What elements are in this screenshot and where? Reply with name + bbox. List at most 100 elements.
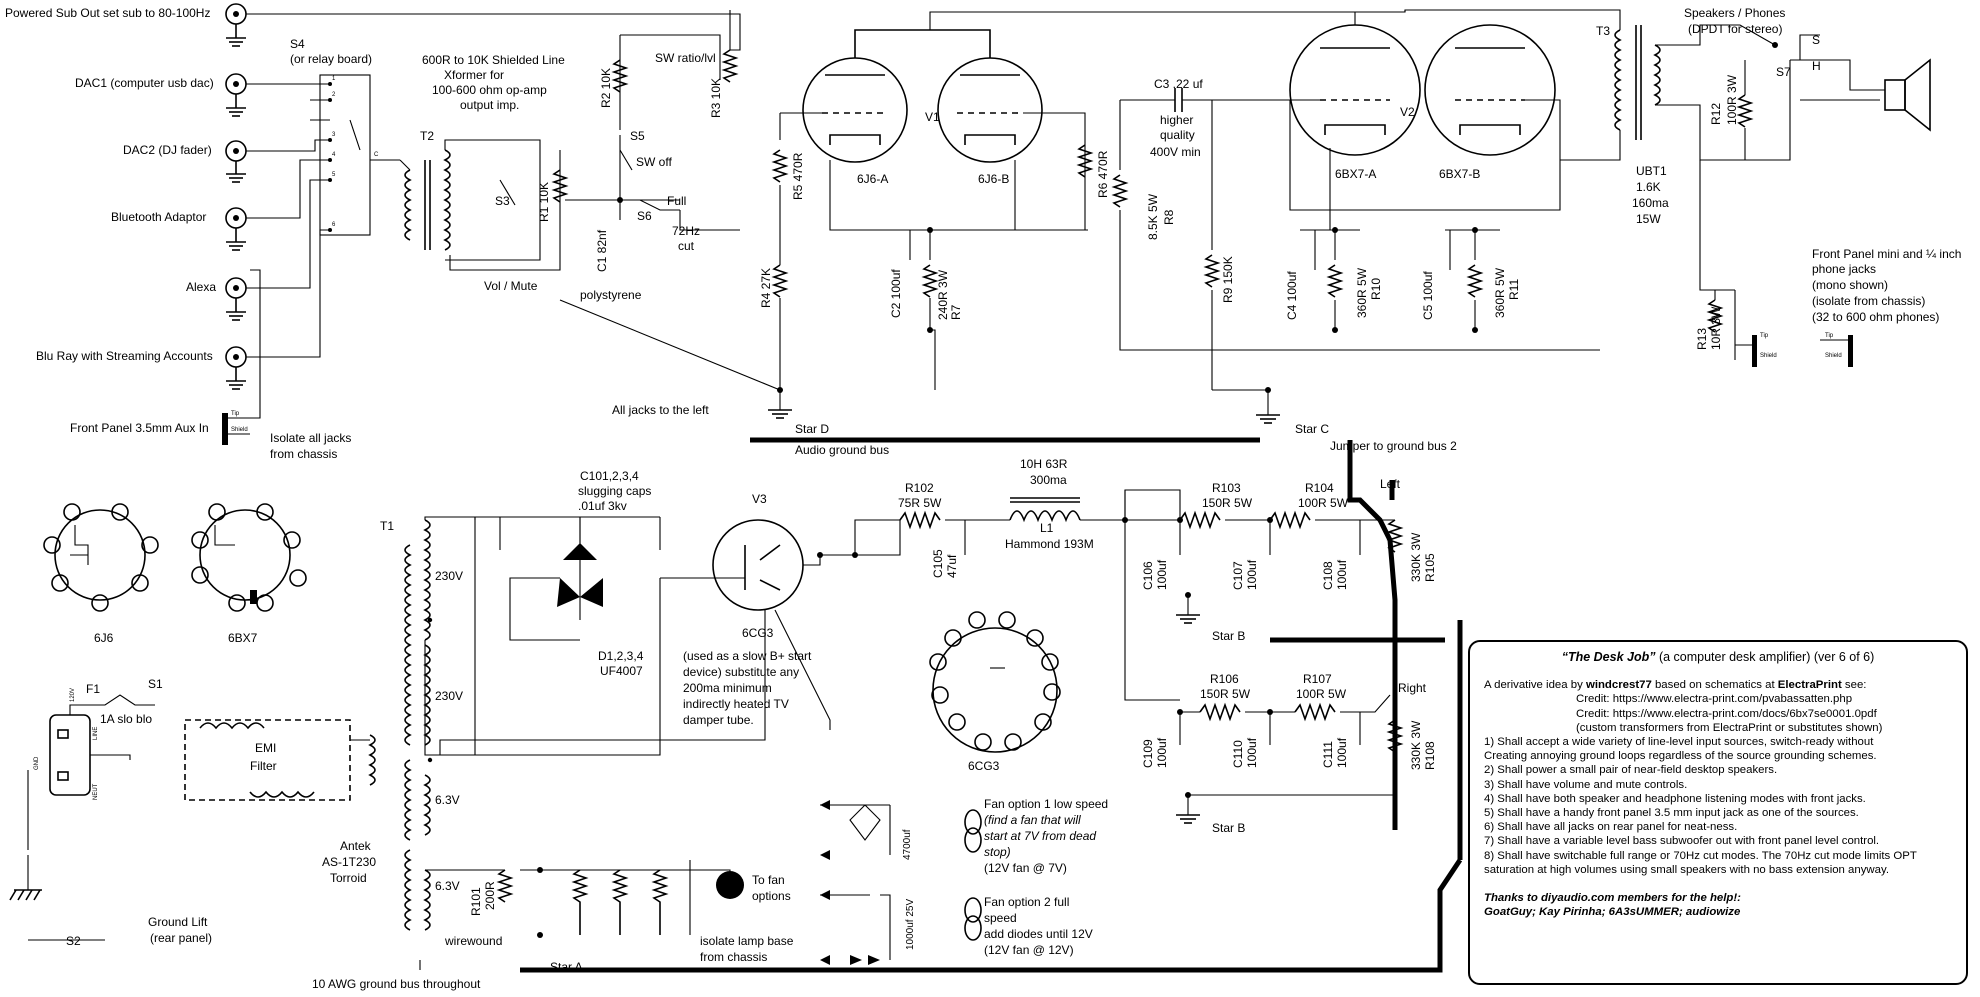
label-s3: S3 <box>495 194 510 208</box>
label-r103: R103 <box>1212 481 1241 495</box>
label-v3-note-1: (used as a slow B+ start <box>683 649 812 663</box>
v1-tube <box>771 11 1405 231</box>
label-dac1: DAC1 (computer usb dac) <box>75 76 214 90</box>
label-s4-note: (or relay board) <box>290 52 372 66</box>
info-req-5: 5) Shall have a handy front panel 3.5 mm… <box>1484 807 1859 820</box>
c3-coupling <box>1111 88 1600 390</box>
label-dpdt: (DPDT for stereo) <box>1688 22 1782 36</box>
label-r1: R1 10K <box>537 182 551 222</box>
label-r13: R13 <box>1695 328 1709 350</box>
label-awg: 10 AWG ground bus throughout <box>312 977 481 991</box>
label-r108: R108 <box>1423 741 1437 770</box>
label-ground-lift-1: Ground Lift <box>148 915 208 929</box>
label-s2: S2 <box>66 934 81 948</box>
label-r101: R101 <box>469 887 483 916</box>
label-c109-value: 100uf <box>1155 737 1169 768</box>
label-v3-note-2: device) substitute any <box>683 665 799 679</box>
label-isolate-2: from chassis <box>270 447 337 461</box>
label-star-d: Star D <box>795 422 829 436</box>
info-intro-b: based on schematics at <box>1651 679 1778 692</box>
label-r4: R4 27K <box>759 268 773 308</box>
label-r7: R7 <box>949 304 963 320</box>
label-pinout-6j6: 6J6 <box>94 631 114 645</box>
label-fan1-a: Fan option 1 low speed <box>984 797 1108 811</box>
label-c111: C111 <box>1321 741 1335 768</box>
label-fuse: 1A slo blo <box>100 712 152 726</box>
label-higher: higher <box>1160 113 1193 127</box>
label-t3: T3 <box>1596 24 1610 38</box>
label-shield-phones-2: Shield <box>1825 353 1842 359</box>
label-fan2-a: Fan option 2 full <box>984 895 1069 909</box>
label-r104-value: 100R 5W <box>1298 496 1349 510</box>
label-r6: R6 470R <box>1096 150 1110 198</box>
label-c105: C105 <box>931 549 945 578</box>
label-star-b: Star B <box>1212 629 1245 643</box>
label-r10-value: 360R 5W <box>1355 267 1369 318</box>
label-lamp-2: from chassis <box>700 950 767 964</box>
info-credit-2: Credit: https://www.electra-print.com/do… <box>1576 707 1877 720</box>
label-63v-a: 6.3V <box>435 793 460 807</box>
input-jacks <box>222 3 261 445</box>
label-front-panel-4: (isolate from chassis) <box>1812 294 1925 308</box>
label-pinout-6cg3: 6CG3 <box>968 759 1000 773</box>
label-r103-value: 150R 5W <box>1202 496 1253 510</box>
label-filter: Filter <box>250 759 277 773</box>
label-r107-value: 100R 5W <box>1296 687 1347 701</box>
label-fan2-c: add diodes until 12V <box>984 927 1093 941</box>
info-req-1: 1) Shall accept a wide variety of line-l… <box>1484 736 1874 749</box>
label-c108-value: 100uf <box>1335 559 1349 590</box>
label-speakers: Speakers / Phones <box>1684 6 1785 20</box>
label-l1-inductance: 10H 63R <box>1020 457 1068 471</box>
label-sub-out: Powered Sub Out set sub to 80-100Hz <box>5 6 210 20</box>
svg-text:5: 5 <box>332 172 336 178</box>
label-ground-lift-2: (rear panel) <box>150 931 212 945</box>
label-r5: R5 470R <box>791 152 805 200</box>
v1-cathode-network <box>771 227 939 390</box>
label-6bx7-a: 6BX7-A <box>1335 167 1376 181</box>
label-front-aux: Front Panel 3.5mm Aux In <box>70 421 209 435</box>
info-req-4: 4) Shall have both speaker and headphone… <box>1484 792 1866 805</box>
svg-text:2: 2 <box>332 92 336 98</box>
label-c107-value: 100uf <box>1245 559 1259 590</box>
label-t2: T2 <box>420 129 434 143</box>
label-tip-aux: Tip <box>231 411 240 417</box>
label-r9: R9 150K <box>1221 256 1235 303</box>
label-r108-value: 330K 3W <box>1409 720 1423 770</box>
label-r8-value: 8.5K 5W <box>1146 193 1160 240</box>
label-s1: S1 <box>148 677 163 691</box>
phone-jacks <box>1706 290 1853 367</box>
rca-jack-dac2 <box>225 140 247 183</box>
heater-circuit <box>425 860 744 938</box>
label-antek-1: Antek <box>340 839 372 853</box>
label-c2: C2 100uf <box>889 269 903 318</box>
rca-jack-bluray <box>225 346 247 390</box>
info-req-6: 6) Shall have all jacks on rear panel fo… <box>1484 821 1738 834</box>
label-antek-3: Torroid <box>330 871 367 885</box>
label-c5: C5 100uf <box>1421 271 1435 320</box>
bass-control-section <box>560 10 741 231</box>
label-sw-ratio: SW ratio/lvl <box>655 51 716 65</box>
label-s-mode: S <box>1812 33 1820 47</box>
label-c105-value: 47uf <box>945 554 959 578</box>
label-front-panel-2: phone jacks <box>1812 262 1876 276</box>
label-right: Right <box>1398 681 1427 695</box>
label-v1: V1 <box>925 110 940 124</box>
label-emi: EMI <box>255 741 276 755</box>
label-isolate-1: Isolate all jacks <box>270 431 351 445</box>
label-s7: S7 <box>1776 65 1791 79</box>
label-d1: D1,2,3,4 <box>598 649 644 663</box>
label-dac2: DAC2 (DJ fader) <box>123 143 212 157</box>
label-jumper: Jumper to ground bus 2 <box>1330 439 1457 453</box>
label-c111-value: 100uf <box>1335 737 1349 768</box>
label-r11: R11 <box>1507 279 1521 300</box>
label-to-fan: To fan <box>752 873 785 887</box>
info-panel: “The Desk Job” (a computer desk amplifie… <box>1468 640 1968 985</box>
label-antek-2: AS-1T230 <box>322 855 376 869</box>
label-all-jacks: All jacks to the left <box>612 403 709 417</box>
pinout-6bx7 <box>191 503 307 612</box>
v2-tube <box>1289 9 1621 230</box>
label-r7-value: 240R 3W <box>936 269 950 320</box>
label-tip-phones-2: Tip <box>1825 333 1834 339</box>
label-xformer-4: output imp. <box>460 98 519 112</box>
